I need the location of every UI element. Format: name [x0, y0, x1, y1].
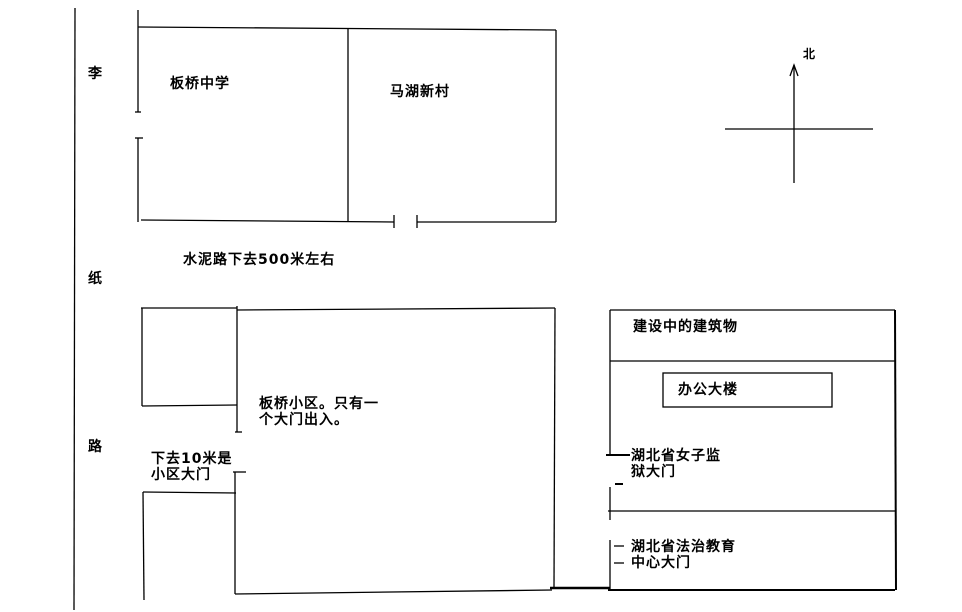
road-label-char: 纸 [88, 271, 103, 287]
office-label: 办公大楼 [678, 382, 738, 398]
community-label: 个大门出入。 [259, 412, 349, 428]
lower-left-blocks [141, 306, 556, 601]
community-gate-note: 小区大门 [151, 467, 211, 483]
road-label-char: 李 [88, 66, 103, 82]
community-label: 板桥小区。只有一 [259, 396, 379, 412]
road-line [73, 7, 76, 611]
top-blocks [135, 10, 557, 228]
education-gate-label: 中心大门 [631, 555, 691, 571]
school-label: 板桥中学 [170, 76, 230, 92]
construction-label: 建设中的建筑物 [633, 319, 738, 335]
north-arrow-icon [789, 63, 799, 77]
road-label-char: 路 [88, 439, 103, 455]
prison-gate-label: 湖北省女子监 [631, 448, 721, 464]
north-label: 北 [803, 47, 817, 61]
prison-gate-label: 狱大门 [631, 464, 676, 480]
cement-road-note: 水泥路下去500米左右 [183, 252, 336, 268]
education-gate-label: 湖北省法治教育 [631, 539, 736, 555]
right-compound [550, 309, 897, 591]
village-label: 马湖新村 [390, 84, 450, 100]
office-building-box [662, 372, 833, 408]
compass [725, 63, 873, 183]
community-gate-note: 下去10米是 [151, 451, 233, 467]
